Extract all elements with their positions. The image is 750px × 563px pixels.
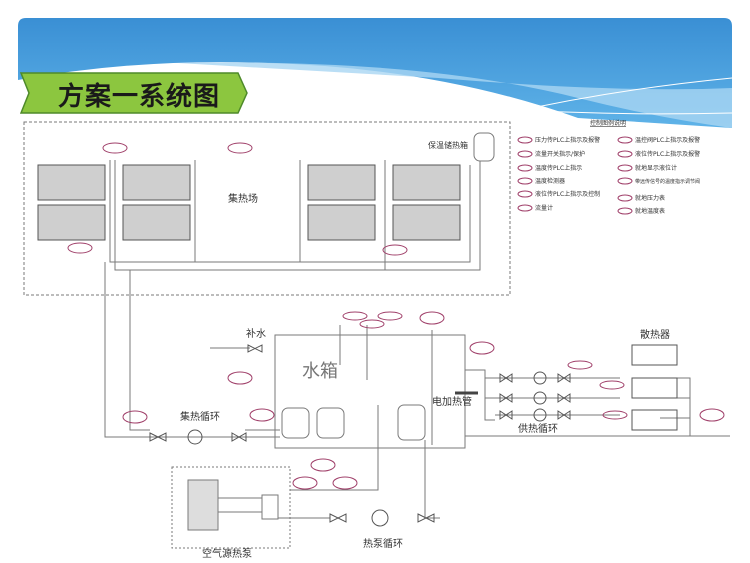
radiators	[631, 344, 678, 431]
instrument-symbols	[67, 142, 725, 490]
collector-field-label: 集热场	[228, 192, 258, 205]
supply-loop-label: 供热循环	[518, 422, 558, 435]
heat-pump-loop-label: 热泵循环	[363, 537, 403, 550]
water-tank-label: 水箱	[302, 361, 338, 382]
heat-pump-box	[171, 466, 291, 549]
solar-collectors	[37, 164, 461, 241]
legend-item: 液位传PLC上指示及报警	[635, 150, 700, 158]
legend-item: 就地显示液位计	[635, 164, 677, 172]
water-tank-box	[274, 334, 466, 449]
heat-exchanger-coils	[281, 404, 426, 441]
electric-heater-label: 电加热管	[432, 395, 472, 408]
legend: 控制图例说明 压力传PLC上指示及报警 流量开关指示/保护 温度传PLC上指示 …	[517, 119, 700, 215]
collector-field-box	[23, 121, 511, 296]
legend-title: 控制图例说明	[590, 119, 626, 127]
storage-tank-icon	[473, 132, 495, 162]
legend-item: 温控阀PLC上指示及报警	[635, 136, 700, 144]
legend-item: 就地压力表	[635, 194, 665, 202]
heat-pump-unit	[187, 479, 219, 531]
storage-tank-label: 保温储热箱	[428, 140, 468, 150]
collector-loop-label: 集热循环	[180, 410, 220, 423]
legend-item: 流量计	[535, 204, 553, 212]
makeup-water-label: 补水	[246, 327, 266, 340]
legend-item: 压力传PLC上指示及报警	[535, 136, 600, 144]
legend-item: 温度检测器	[535, 177, 565, 185]
legend-item: 就地温度表	[635, 207, 665, 215]
legend-item: 液位传PLC上指示及控制	[535, 190, 600, 198]
legend-item: 带远传信号的温度指示调节阀	[635, 178, 700, 185]
legend-item: 温度传PLC上指示	[535, 164, 582, 172]
legend-item: 流量开关指示/保护	[535, 150, 585, 158]
radiator-label: 散热器	[640, 328, 670, 341]
valves-pumps	[149, 344, 571, 527]
air-source-heat-pump-label: 空气源热泵	[202, 547, 252, 560]
title-banner	[20, 72, 248, 114]
slide-title: 方案一系统图	[58, 82, 221, 112]
